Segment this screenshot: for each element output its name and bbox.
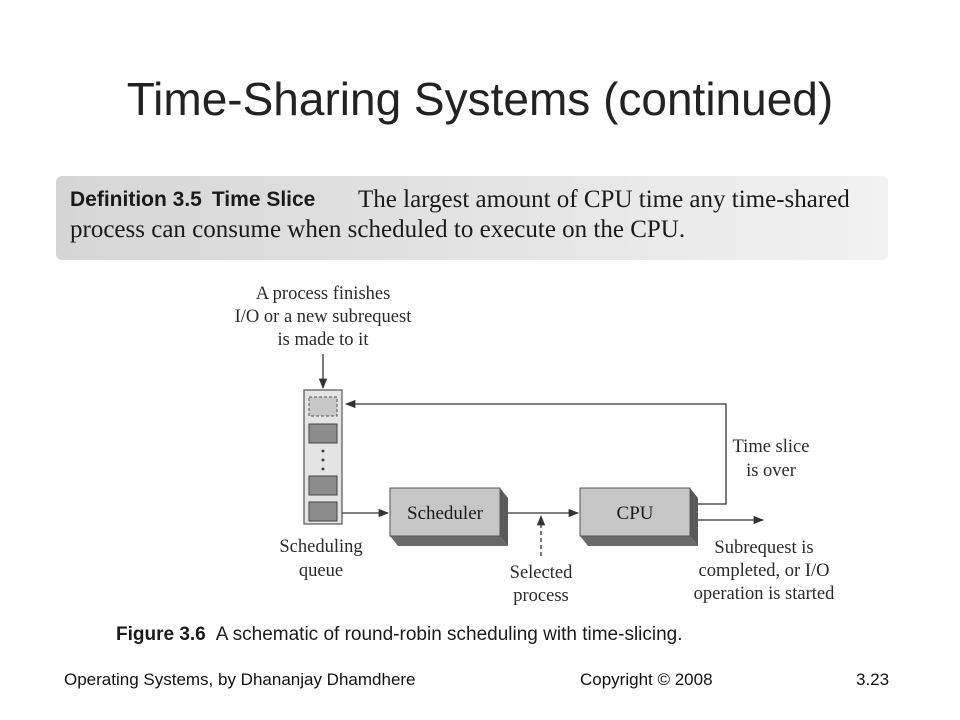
time-slice-feedback-arrow xyxy=(344,399,727,505)
time-slice-label-line1: Time slice xyxy=(733,437,810,457)
queue-slot-empty xyxy=(308,396,338,417)
completed-label-line3: operation is started xyxy=(694,584,836,604)
top-note-line2: I/O or a new subrequest xyxy=(235,307,413,327)
queue-slot xyxy=(308,475,338,496)
queue-label-line2: queue xyxy=(299,561,343,581)
definition-term: Time Slice xyxy=(211,188,316,211)
top-note-line1: A process finishes xyxy=(256,284,391,304)
figure-number: Figure 3.6 xyxy=(116,624,206,645)
figure-caption-text: A schematic of round-robin scheduling wi… xyxy=(215,624,683,645)
definition-label: Definition 3.5 xyxy=(70,188,202,211)
cpu-label: CPU xyxy=(617,503,654,524)
footer-copyright: Copyright © 2008 xyxy=(580,670,713,689)
scheduler-box xyxy=(389,487,508,546)
definition-box xyxy=(56,176,888,260)
completed-label-line1: Subrequest is xyxy=(714,538,813,558)
queue-slot xyxy=(308,423,338,444)
cpu-box xyxy=(579,487,698,546)
definition-heading: Definition 3.5 Time Slice xyxy=(70,188,315,212)
footer-slide-number: 3.23 xyxy=(856,670,890,689)
footer-book-title: Operating Systems, by Dhananjay Dhamdher… xyxy=(64,670,416,689)
selected-label-line2: process xyxy=(513,586,568,606)
definition-text-line1: The largest amount of CPU time any time-… xyxy=(358,186,850,213)
top-note-line3: is made to it xyxy=(278,330,370,350)
definition-text-line2: process can consume when scheduled to ex… xyxy=(70,216,686,243)
time-slice-label-line2: is over xyxy=(746,461,796,481)
queue-label-line1: Scheduling xyxy=(279,537,362,557)
figure-caption: Figure 3.6 A schematic of round-robin sch… xyxy=(116,624,683,646)
slide-title: Time-Sharing Systems (continued) xyxy=(126,73,834,125)
queue-slot xyxy=(308,501,338,522)
scheduler-label: Scheduler xyxy=(407,503,484,524)
selected-label-line1: Selected xyxy=(510,563,573,583)
scheduling-queue xyxy=(303,389,343,525)
completed-label-line2: completed, or I/O xyxy=(699,561,830,581)
